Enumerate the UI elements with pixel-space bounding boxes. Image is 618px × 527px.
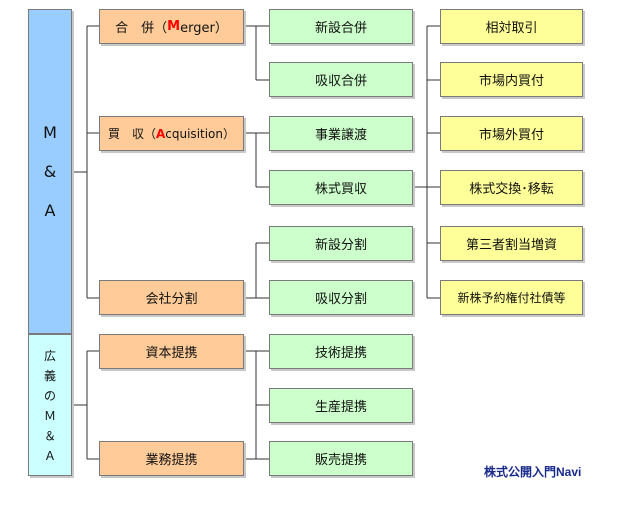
third-party-allotment-label: 第三者割当増資	[465, 238, 557, 253]
on-market-purchase-label: 市場内買付	[478, 74, 544, 89]
broad-char-1: 広	[43, 348, 56, 363]
production-alliance-label: 生産提携	[314, 400, 367, 415]
ma-main-block: M & A	[28, 9, 72, 334]
absorption-merger-label: 吸収合併	[314, 74, 367, 89]
acquisition-suffix: cquisition）	[165, 127, 236, 141]
business-transfer-label: 事業譲渡	[314, 128, 367, 143]
on-market-purchase-box: 市場内買付	[440, 62, 583, 97]
broad-char-5: ＆	[43, 428, 56, 443]
business-alliance-label: 業務提携	[145, 453, 198, 468]
new-split-box: 新設分割	[269, 226, 413, 261]
acquisition-prefix: 買 収（	[107, 127, 156, 141]
ma-char-3: A	[44, 201, 56, 220]
business-alliance-box: 業務提携	[99, 441, 244, 476]
broad-char-4: Ｍ	[43, 408, 56, 423]
sales-alliance-label: 販売提携	[314, 453, 367, 468]
new-merger-box: 新設合併	[269, 9, 413, 44]
new-split-label: 新設分割	[314, 238, 367, 253]
new-merger-label: 新設合併	[314, 21, 367, 36]
stock-purchase-label: 株式買収	[314, 182, 367, 197]
business-transfer-box: 事業譲渡	[269, 116, 413, 151]
company-split-label: 会社分割	[145, 292, 198, 307]
company-split-box: 会社分割	[99, 280, 244, 315]
negotiated-transaction-label: 相対取引	[485, 21, 538, 36]
off-market-purchase-label: 市場外買付	[478, 128, 544, 143]
absorption-split-label: 吸収分割	[314, 292, 367, 307]
absorption-split-box: 吸収分割	[269, 280, 413, 315]
broad-char-2: 義	[43, 368, 56, 383]
site-credit: 株式公開入門Navi	[484, 465, 582, 479]
production-alliance-box: 生産提携	[269, 388, 413, 423]
share-exchange-box: 株式交換･移転	[440, 170, 583, 205]
broad-ma-block: 広 義 の Ｍ ＆ Ａ	[28, 334, 72, 476]
broad-char-3: の	[43, 388, 56, 403]
negotiated-transaction-box: 相対取引	[440, 9, 583, 44]
ma-char-1: M	[43, 123, 57, 142]
share-exchange-label: 株式交換･移転	[469, 182, 554, 197]
capital-alliance-label: 資本提携	[145, 346, 198, 361]
technology-alliance-box: 技術提携	[269, 334, 413, 369]
capital-alliance-box: 資本提携	[99, 334, 244, 369]
off-market-purchase-box: 市場外買付	[440, 116, 583, 151]
stock-purchase-box: 株式買収	[269, 170, 413, 205]
merger-suffix: erger）	[180, 21, 228, 36]
acquisition-accent: A	[155, 126, 166, 141]
third-party-allotment-box: 第三者割当増資	[440, 226, 583, 261]
warrant-bonds-label: 新株予約権付社債等	[457, 291, 566, 305]
warrant-bonds-box: 新株予約権付社債等	[440, 280, 583, 315]
ma-char-2: &	[43, 162, 57, 181]
broad-char-6: Ａ	[43, 448, 56, 463]
technology-alliance-label: 技術提携	[314, 346, 367, 361]
merger-prefix: 合 併（	[115, 21, 168, 36]
sales-alliance-box: 販売提携	[269, 441, 413, 476]
merger-accent: M	[167, 19, 181, 34]
absorption-merger-box: 吸収合併	[269, 62, 413, 97]
